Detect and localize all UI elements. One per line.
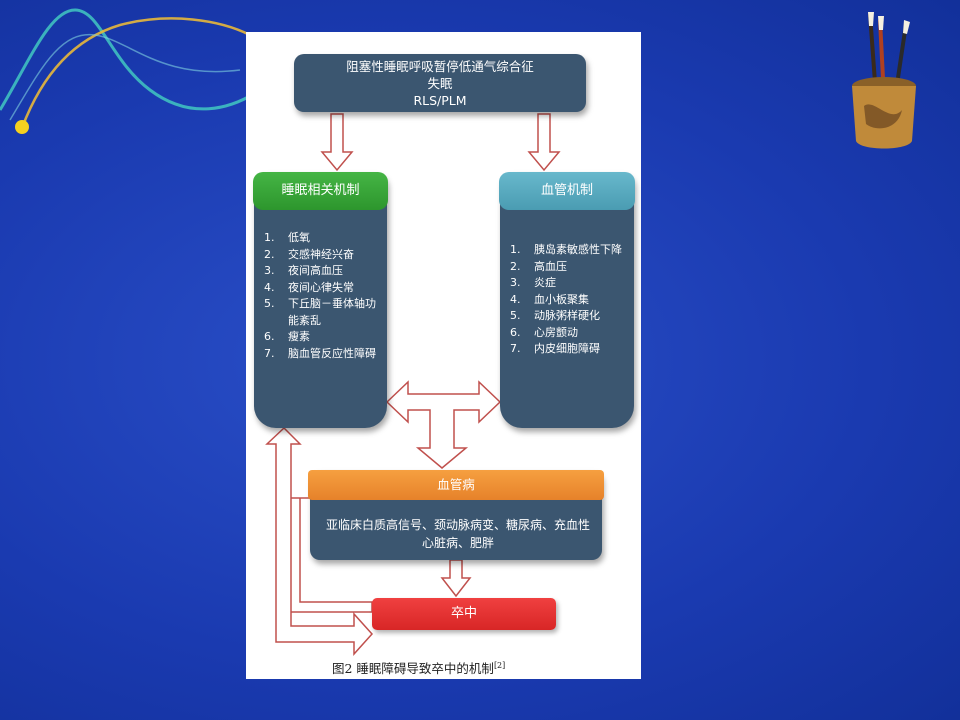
list-item: 3.夜间高血压 xyxy=(264,264,343,277)
sleep-mechanism-box: 睡眠相关机制 1.低氧 2.交感神经兴奋 3.夜间高血压 4.夜间心律失常 5.… xyxy=(253,172,388,428)
yellow-dot-icon xyxy=(15,120,29,134)
vascular-disease-text: 亚临床白质高信号、颈动脉病变、糖尿病、充血性心脏病、肥胖 xyxy=(325,518,590,550)
top-box-line1: 阻塞性睡眠呼吸暂停低通气综合征 xyxy=(346,59,534,74)
list-item: 6.瘦素 xyxy=(264,330,310,343)
list-item: 7.脑血管反应性障碍 xyxy=(264,346,376,360)
brush-pot-icon xyxy=(852,12,916,149)
decorative-swoosh xyxy=(0,8,260,134)
list-item: 4.夜间心律失常 xyxy=(264,280,354,294)
list-item: 7.内皮细胞障碍 xyxy=(510,342,600,355)
list-item: 4.血小板聚集 xyxy=(510,292,589,306)
list-item: 2.交感神经兴奋 xyxy=(264,247,354,261)
top-box-line3: RLS/PLM xyxy=(413,93,467,108)
vascular-disease-header: 血管病 xyxy=(308,470,604,500)
list-item: 1.低氧 xyxy=(264,231,310,244)
arrow-down-stroke xyxy=(440,559,472,598)
sleep-mechanism-list: 1.低氧 2.交感神经兴奋 3.夜间高血压 4.夜间心律失常 5.下丘脑－垂体轴… xyxy=(264,230,384,362)
arrow-down-left xyxy=(320,113,354,172)
top-box-sleep-disorders: 阻塞性睡眠呼吸暂停低通气综合征 失眠 RLS/PLM xyxy=(294,54,586,112)
arrow-down-right xyxy=(527,113,561,172)
vascular-mechanism-box: 血管机制 1.胰岛素敏感性下降 2.高血压 3.炎症 4.血小板聚集 5.动脉粥… xyxy=(499,172,635,428)
list-item: 6.心房颤动 xyxy=(510,325,578,339)
list-item: 5.动脉粥样硬化 xyxy=(510,309,600,322)
caption-text: 图2 睡眠障碍导致卒中的机制 xyxy=(332,661,494,676)
vascular-disease-box: 血管病 亚临床白质高信号、颈动脉病变、糖尿病、充血性心脏病、肥胖 xyxy=(308,470,604,560)
top-box-line2: 失眠 xyxy=(427,76,453,91)
caption-ref: [2] xyxy=(493,660,506,670)
figure-caption: 图2 睡眠障碍导致卒中的机制[2] xyxy=(332,658,505,677)
sleep-mechanism-header: 睡眠相关机制 xyxy=(253,172,388,210)
figure-diagram: 阻塞性睡眠呼吸暂停低通气综合征 失眠 RLS/PLM 睡眠相关机制 1.低氧 2… xyxy=(246,32,641,679)
list-item: 5.下丘脑－垂体轴功能紊乱 xyxy=(264,297,376,327)
vascular-mechanism-header: 血管机制 xyxy=(499,172,635,210)
list-item: 1.胰岛素敏感性下降 xyxy=(510,243,622,256)
vascular-mechanism-list: 1.胰岛素敏感性下降 2.高血压 3.炎症 4.血小板聚集 5.动脉粥样硬化 6… xyxy=(510,242,630,358)
list-item: 2.高血压 xyxy=(510,259,567,273)
arrow-bidirectional-t xyxy=(385,380,502,469)
stroke-box: 卒中 xyxy=(372,598,556,630)
list-item: 3.炎症 xyxy=(510,276,556,289)
